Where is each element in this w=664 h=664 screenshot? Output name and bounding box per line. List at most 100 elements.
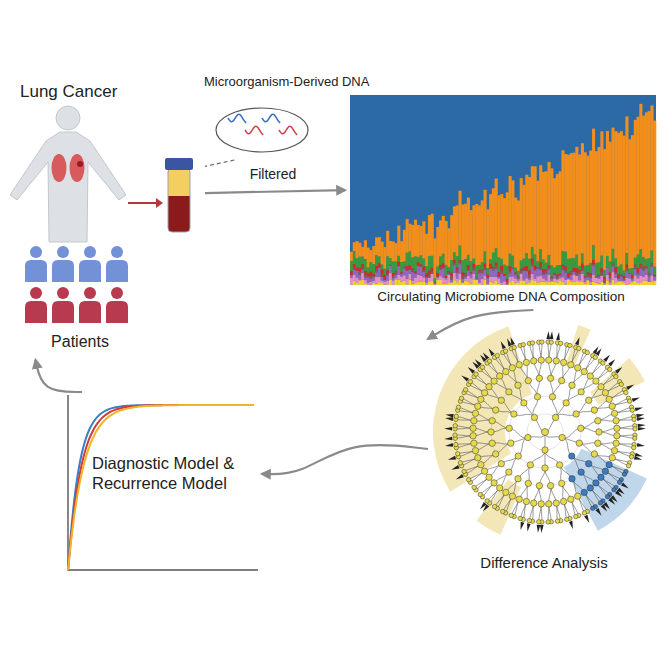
bar-segment xyxy=(522,267,525,270)
bar-segment xyxy=(634,258,637,265)
bar-segment xyxy=(611,263,614,266)
bar-segment xyxy=(631,135,634,268)
taxon-node xyxy=(555,519,559,523)
bar-segment xyxy=(458,264,461,273)
bar-segment xyxy=(442,268,445,277)
taxon-node xyxy=(486,383,492,389)
bar-segment xyxy=(623,136,626,271)
bar-segment xyxy=(495,266,498,269)
taxon-node xyxy=(491,480,497,486)
lung xyxy=(70,154,85,182)
bar-segment xyxy=(639,269,642,276)
bar-segment xyxy=(531,166,534,247)
dna-strand xyxy=(262,114,280,123)
node-label: Patients xyxy=(10,332,150,351)
bar-segment xyxy=(500,266,503,271)
taxon-node xyxy=(591,407,597,413)
bar-segment xyxy=(639,264,642,265)
taxon-node xyxy=(565,517,569,521)
bar-segment xyxy=(653,276,656,280)
leaf-marker xyxy=(521,522,525,530)
bar-segment xyxy=(603,284,606,285)
person-body xyxy=(52,301,74,323)
bar-segment xyxy=(445,221,448,265)
taxon-node xyxy=(468,379,472,383)
bar-segment xyxy=(578,270,581,272)
bar-segment xyxy=(431,274,434,281)
bar-segment xyxy=(408,265,411,268)
bar-segment xyxy=(581,143,584,253)
bar-segment xyxy=(381,270,384,274)
bar-segment xyxy=(550,281,553,282)
bar-segment xyxy=(467,265,470,269)
bar-segment xyxy=(617,281,620,285)
taxon-node xyxy=(547,375,553,381)
bar-segment xyxy=(364,271,367,274)
bar-segment xyxy=(372,274,375,276)
clade-highlight xyxy=(590,358,645,405)
taxon-node xyxy=(553,500,559,506)
taxon-node xyxy=(578,389,584,395)
bar-segment xyxy=(492,270,495,276)
taxon-node xyxy=(485,499,489,503)
bar-segment xyxy=(623,278,626,280)
bar-segment xyxy=(517,276,520,278)
leaf-marker xyxy=(638,427,646,431)
bar-segment xyxy=(472,264,475,268)
bar-segment xyxy=(503,281,506,285)
taxon-node xyxy=(536,375,542,381)
bar-segment xyxy=(406,279,409,284)
bar-segment xyxy=(406,253,409,267)
bar-segment xyxy=(536,268,539,276)
bar-segment xyxy=(634,269,637,275)
bar-segment xyxy=(522,280,525,285)
bar-segment xyxy=(509,266,512,271)
taxon-node xyxy=(475,455,481,461)
stacked-bar-chart xyxy=(350,95,656,285)
bar-segment xyxy=(570,282,573,285)
bar-segment xyxy=(553,274,556,276)
bar-segment xyxy=(509,176,512,254)
bar-segment xyxy=(592,245,595,260)
leaf-marker xyxy=(456,474,464,479)
bar-segment xyxy=(397,280,400,285)
bar-segment xyxy=(375,237,378,255)
bar-segment xyxy=(358,268,361,271)
leaf-marker xyxy=(601,504,607,511)
bar-segment xyxy=(464,204,467,259)
bar-segment xyxy=(578,154,581,265)
bar-segment xyxy=(433,284,436,285)
bar-segment xyxy=(456,273,459,278)
bar-segment xyxy=(561,150,564,251)
bar-segment xyxy=(550,277,553,279)
bar-segment xyxy=(603,279,606,283)
taxon-node xyxy=(585,350,589,354)
bar-segment xyxy=(403,267,406,269)
bar-segment xyxy=(561,282,564,285)
bar-segment xyxy=(472,280,475,285)
bar-segment xyxy=(495,179,498,249)
bar-segment xyxy=(467,281,470,285)
bar-segment xyxy=(553,178,556,267)
leaf-marker xyxy=(595,508,601,516)
taxon-node xyxy=(525,377,531,383)
taxon-node xyxy=(614,374,618,378)
bar-segment xyxy=(503,198,506,264)
bar-segment xyxy=(395,261,398,270)
bar-segment xyxy=(637,274,640,278)
leaf-marker xyxy=(556,332,560,340)
bar-segment xyxy=(575,273,578,276)
leaf-marker xyxy=(636,414,644,418)
roc-axes xyxy=(68,395,258,570)
bar-segment xyxy=(381,265,384,270)
bar-segment xyxy=(628,278,631,283)
taxon-node xyxy=(458,461,462,465)
taxon-node xyxy=(492,407,498,413)
bar-segment xyxy=(450,215,453,260)
bar-segment xyxy=(464,274,467,277)
leaf-marker xyxy=(632,397,640,401)
taxon-node xyxy=(546,520,550,524)
bar-segment xyxy=(625,271,628,278)
bar-segment xyxy=(492,253,495,267)
bar-segment xyxy=(586,156,589,265)
